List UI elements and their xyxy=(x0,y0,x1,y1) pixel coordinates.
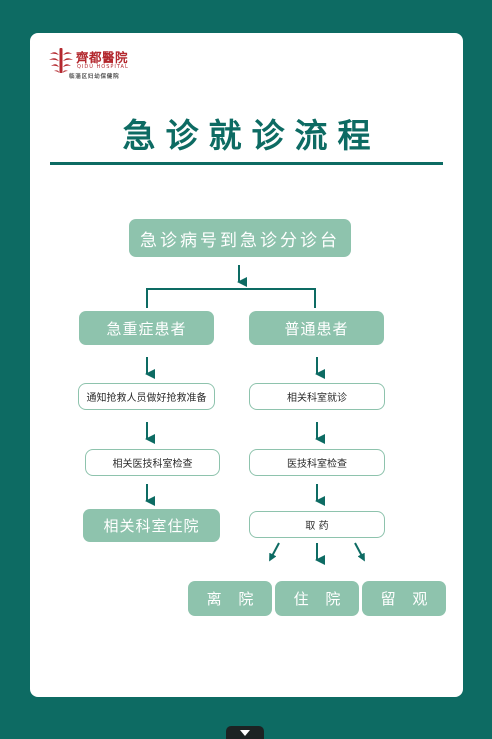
arrow-to-observe xyxy=(354,542,365,562)
arrow-to-discharge xyxy=(269,542,280,562)
node-triage: 急诊病号到急诊分诊台 xyxy=(129,219,351,257)
hospital-logo: 齊都醫院 QIDU HOSPITAL 临淄区妇幼保健院 xyxy=(48,47,168,87)
node-left-exam: 相关医技科室检查 xyxy=(85,449,220,476)
node-right-exam: 医技科室检查 xyxy=(249,449,385,476)
bottom-tab[interactable] xyxy=(226,726,264,739)
node-department-visit: 相关科室就诊 xyxy=(249,383,385,410)
logo-english-name: QIDU HOSPITAL xyxy=(77,64,129,70)
hospital-logo-icon xyxy=(49,48,73,73)
flowchart-poster: 齊都醫院 QIDU HOSPITAL 临淄区妇幼保健院 急诊就诊流程 xyxy=(30,33,463,697)
node-discharge: 离 院 xyxy=(188,581,272,616)
node-pharmacy: 取 药 xyxy=(249,511,385,538)
node-critical-patient: 急重症患者 xyxy=(79,311,214,345)
node-admit-department: 相关科室住院 xyxy=(83,509,220,542)
chevron-down-icon xyxy=(240,729,250,736)
node-hospitalize: 住 院 xyxy=(275,581,359,616)
logo-chinese-name: 齊都醫院 xyxy=(76,50,129,65)
node-notify-rescue: 通知抢救人员做好抢救准备 xyxy=(78,383,215,410)
flow-connectors xyxy=(145,265,365,565)
page-title: 急诊就诊流程 xyxy=(122,116,381,155)
node-observation: 留 观 xyxy=(362,581,446,616)
branch-connector xyxy=(146,288,316,308)
node-regular-patient: 普通患者 xyxy=(249,311,384,345)
logo-subtitle: 临淄区妇幼保健院 xyxy=(69,74,120,80)
title-divider xyxy=(50,162,443,165)
